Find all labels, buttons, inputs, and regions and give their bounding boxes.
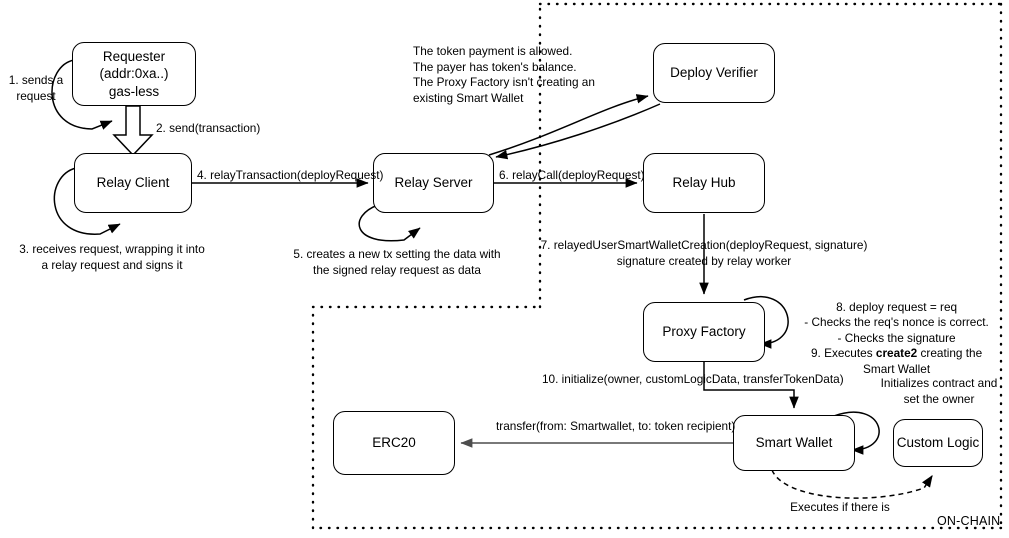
node-relay-server-label: Relay Server	[394, 175, 473, 191]
label-executes-if-there-is: Executes if there is	[790, 500, 890, 514]
edge-smart-wallet-to-custom-logic	[771, 469, 933, 499]
label-step-8-line-1: 8. deploy request = req	[836, 299, 958, 314]
node-relay-client-label: Relay Client	[96, 175, 170, 191]
node-erc20-label: ERC20	[372, 435, 416, 451]
node-smart-wallet-label: Smart Wallet	[755, 435, 833, 451]
label-step-8-line-3: - Checks the signature	[837, 330, 956, 345]
label-step-4: 4. relayTransaction(deployRequest)	[197, 168, 384, 182]
node-relay-client[interactable]: Relay Client	[74, 153, 192, 213]
label-step-9-suffix: creating the	[917, 346, 983, 361]
label-step-6: 6. relayCall(deployRequest)	[499, 168, 645, 182]
node-deploy-verifier[interactable]: Deploy Verifier	[653, 43, 775, 103]
node-relay-hub-label: Relay Hub	[672, 175, 736, 191]
label-step-9-line-1: 9. Executes create2 creating the	[811, 346, 982, 360]
node-relay-hub[interactable]: Relay Hub	[643, 153, 765, 213]
label-step-2: 2. send(transaction)	[156, 121, 261, 135]
node-relay-server[interactable]: Relay Server	[373, 153, 494, 213]
label-step-8-line-2: - Checks the req's nonce is correct.	[804, 315, 989, 330]
label-step-3: 3. receives request, wrapping it into a …	[19, 242, 205, 272]
label-step-9-create2: create2	[875, 346, 918, 361]
label-step-9-prefix: 9. Executes	[810, 346, 876, 361]
label-transfer: transfer(from: Smartwallet, to: token re…	[496, 419, 736, 433]
node-erc20[interactable]: ERC20	[333, 411, 455, 475]
node-custom-logic[interactable]: Custom Logic	[893, 419, 983, 467]
node-requester-line-1: Requester	[102, 49, 166, 65]
label-step-8-9: 8. deploy request = req - Checks the req…	[790, 284, 990, 393]
label-step-5: 5. creates a new tx setting the data wit…	[293, 247, 501, 277]
edge-deploy-verifier-to-relay-server	[495, 103, 661, 160]
node-deploy-verifier-label: Deploy Verifier	[670, 65, 758, 81]
label-deploy-verifier-note: The token payment is allowed. The payer …	[413, 44, 595, 105]
node-proxy-factory-label: Proxy Factory	[662, 324, 746, 340]
label-step-9-line-2: Smart Wallet	[863, 361, 931, 376]
label-step-1: 1. sends a request	[8, 73, 64, 103]
label-on-chain: ON-CHAIN	[937, 514, 1001, 528]
edge-requester-to-relay-client	[112, 105, 154, 157]
node-proxy-factory[interactable]: Proxy Factory	[643, 302, 765, 362]
label-step-7: 7. relayedUserSmartWalletCreation(deploy…	[540, 238, 868, 268]
label-step-10: 10. initialize(owner, customLogicData, t…	[542, 372, 844, 386]
node-requester-line-2: (addr:0xa..)	[99, 66, 169, 82]
node-smart-wallet[interactable]: Smart Wallet	[733, 415, 855, 471]
node-requester-line-3: gas-less	[108, 83, 160, 99]
node-requester[interactable]: Requester (addr:0xa..) gas-less	[72, 42, 196, 106]
node-custom-logic-label: Custom Logic	[896, 435, 980, 451]
label-initializes-note: Initializes contract and set the owner	[880, 376, 998, 406]
